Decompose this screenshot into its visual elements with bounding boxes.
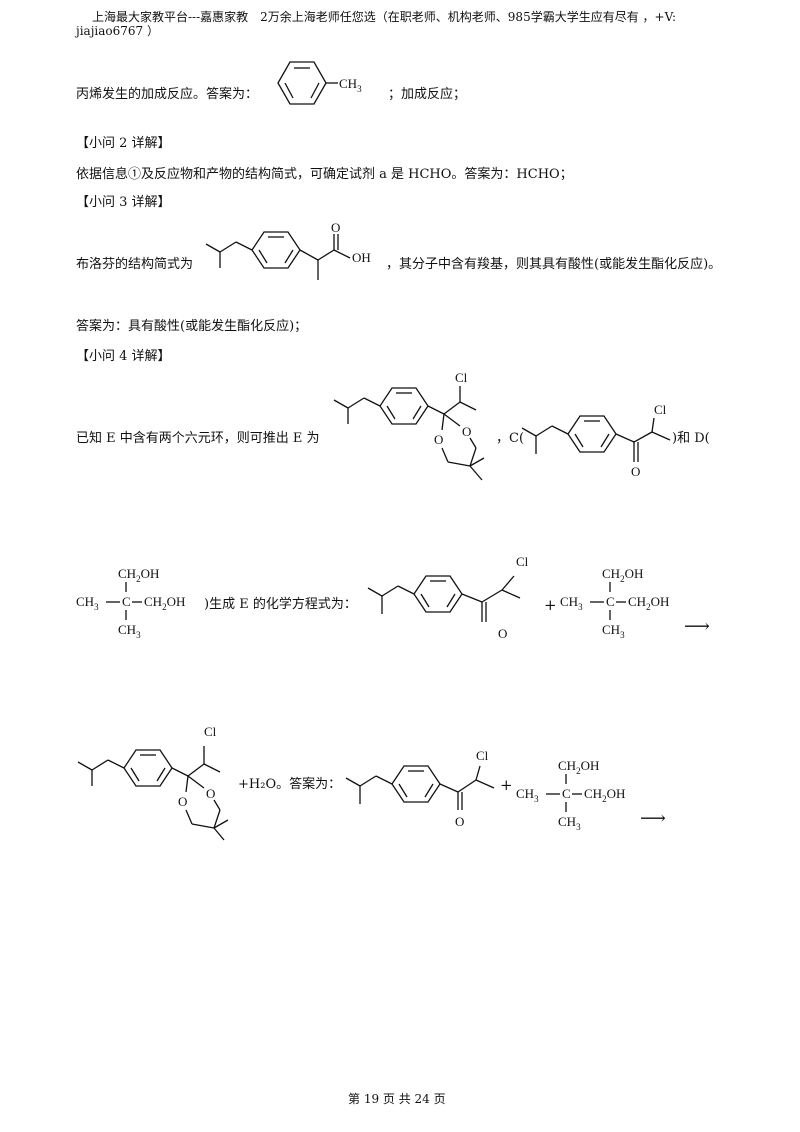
compound-e-o2-label: O — [462, 424, 471, 439]
q1-prefix: 丙烯发生的加成反应。答案为： — [76, 87, 259, 102]
compound-c-o-label: O — [631, 464, 640, 479]
compound-c-structure: O Cl — [521, 402, 671, 479]
svg-text:CH2OH: CH2OH — [118, 566, 159, 584]
q4-prefix: 已知 E 中含有两个六元环，则可推出 E 为 — [76, 431, 320, 446]
compound-c-structure-ans: O Cl — [345, 748, 495, 829]
compound-e-structure-eq: Cl O O — [77, 724, 229, 841]
ibuprofen-structure: O OH — [205, 220, 371, 280]
svg-text:CH2OH: CH2OH — [584, 786, 625, 804]
ibuprofen-oh-label: OH — [352, 250, 371, 265]
q2-text: 依据信息①及反应物和产物的结构简式，可确定试剂 a 是 HCHO。答案为：HCH… — [76, 167, 573, 182]
plus-sign-2: + — [500, 776, 513, 794]
compound-c-eq1-o-label: O — [498, 626, 507, 641]
svg-text:CH2OH: CH2OH — [558, 758, 599, 776]
q3-answer: 答案为：具有酸性(或能发生酯化反应)； — [76, 319, 308, 334]
toluene-methyl-label: CH3 — [339, 76, 362, 94]
page-footer: 第 19 页 共 24 页 — [348, 1092, 446, 1106]
page-header-line1: 上海最大家教平台---嘉惠家教 2万余上海老师任您选（在职老师、机构老师、985… — [92, 10, 677, 24]
svg-text:CH2OH: CH2OH — [144, 594, 185, 612]
svg-text:CH3: CH3 — [558, 814, 581, 832]
svg-text:CH2OH: CH2OH — [602, 566, 643, 584]
compound-c-eq1-cl-label: Cl — [516, 554, 529, 569]
q4-eq-text: )生成 E 的化学方程式为： — [204, 597, 357, 612]
svg-text:C: C — [122, 594, 131, 609]
svg-text:CH2OH: CH2OH — [628, 594, 669, 612]
svg-text:C: C — [562, 786, 571, 801]
q3-prefix: 布洛芬的结构简式为 — [76, 257, 194, 272]
plus-sign-1: + — [544, 596, 557, 614]
svg-text:CH3: CH3 — [516, 786, 539, 804]
svg-text:CH3: CH3 — [560, 594, 583, 612]
q4-suffix: )和 D( — [672, 431, 710, 446]
reaction-arrow-1: ⟶ — [684, 616, 710, 637]
toluene-structure: CH3 — [277, 61, 362, 105]
q4-heading: 【小问 4 详解】 — [76, 349, 171, 364]
q2-heading: 【小问 2 详解】 — [76, 136, 171, 151]
compound-e-eq-o1-label: O — [178, 794, 187, 809]
compound-e-structure: Cl O O — [333, 370, 485, 481]
compound-e-cl-label: Cl — [455, 370, 468, 385]
diol-structure-2: CH2OH CH3 C CH2OH CH3 — [560, 566, 669, 640]
compound-e-o1-label: O — [434, 432, 443, 447]
compound-c-ans-cl-label: Cl — [476, 748, 489, 763]
compound-e-eq-cl-label: Cl — [204, 724, 217, 739]
q4-water-answer: +H₂O。答案为： — [238, 777, 342, 792]
ibuprofen-o-label: O — [331, 220, 340, 235]
q1-suffix: ；加成反应； — [388, 87, 467, 102]
compound-c-structure-eq1: O Cl — [367, 554, 529, 641]
q3-heading: 【小问 3 详解】 — [76, 195, 171, 210]
reaction-arrow-2: ⟶ — [640, 808, 666, 829]
diol-structure-3: CH2OH CH3 C CH2OH CH3 — [516, 758, 625, 832]
svg-text:CH3: CH3 — [118, 622, 141, 640]
q3-suffix: ，其分子中含有羧基，则其具有酸性(或能发生酯化反应)。 — [386, 257, 722, 272]
svg-text:CH3: CH3 — [602, 622, 625, 640]
svg-text:C: C — [606, 594, 615, 609]
diol-structure-1: CH2OH CH3 C CH2OH CH3 — [76, 566, 185, 640]
compound-c-cl-label: Cl — [654, 402, 667, 417]
compound-c-ans-o-label: O — [455, 814, 464, 829]
page-header-line2: jiajiao6767 ） — [76, 24, 160, 38]
svg-text:CH3: CH3 — [76, 594, 99, 612]
q4-mid: ，C( — [496, 431, 525, 446]
compound-e-eq-o2-label: O — [206, 786, 215, 801]
